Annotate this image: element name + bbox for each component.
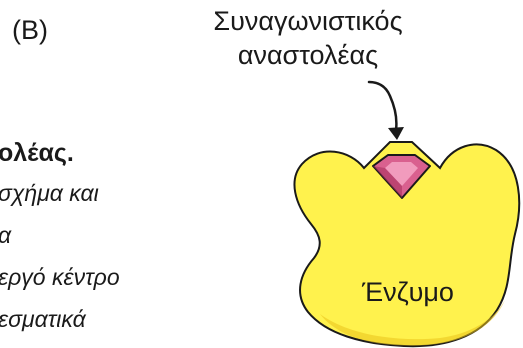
pointer-arrow-line — [369, 82, 396, 130]
enzyme-label: Ένζυμο — [348, 276, 468, 308]
pointer-arrow-head — [388, 127, 404, 140]
